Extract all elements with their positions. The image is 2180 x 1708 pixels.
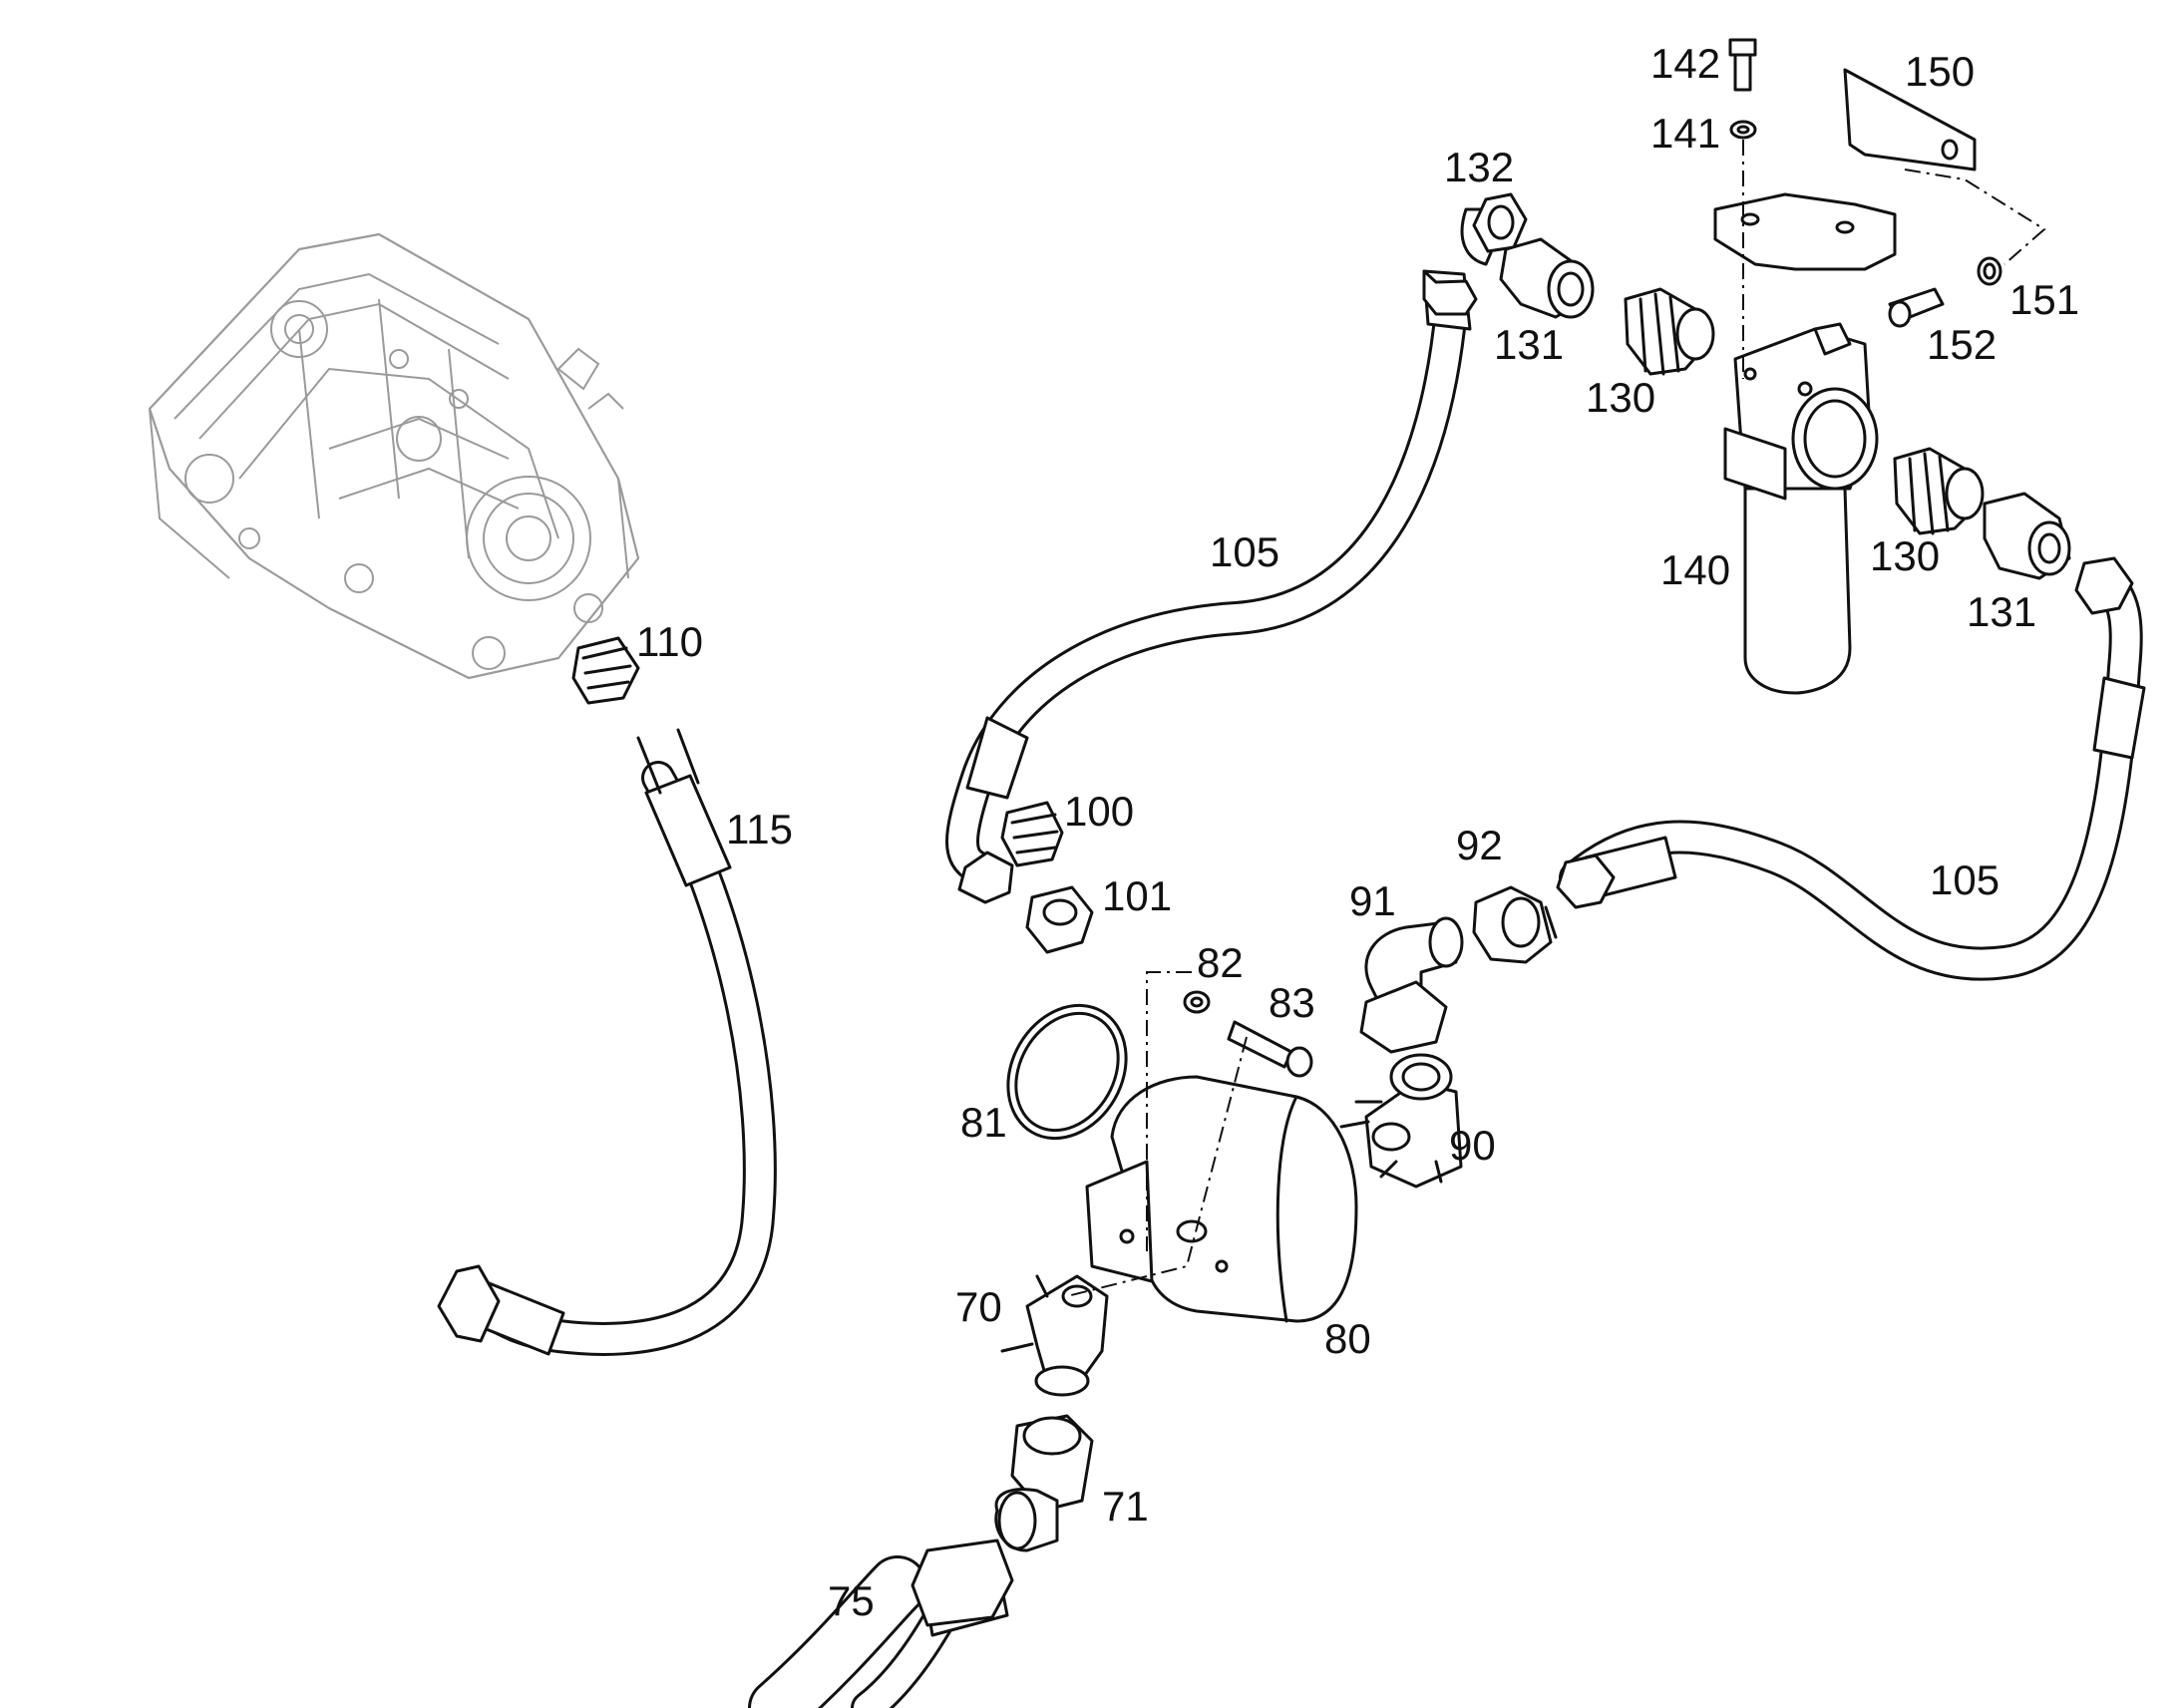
flange-70 [1000,1274,1109,1397]
callout-90: 90 [1449,1122,1496,1169]
adapter-130-lower [1893,447,1985,535]
callout-115: 115 [726,806,793,853]
washer-151 [1977,256,2002,286]
callout-150: 150 [1905,48,1975,95]
filter-housing-140 [1723,322,1879,695]
callout-131-lower: 131 [1967,588,2036,635]
hose-75 [748,1538,1014,1708]
callout-151: 151 [2009,276,2079,323]
hose-105-lower [1556,556,2146,981]
callout-82: 82 [1197,939,1244,986]
hose-115 [437,728,777,1356]
callout-105-upper: 105 [1210,528,1279,575]
flange-90 [1339,1053,1463,1189]
bolt-142 [1728,38,1757,92]
callout-110: 110 [636,618,703,665]
callout-132: 132 [1444,144,1514,190]
callout-142: 142 [1650,40,1720,87]
elbow-fitting-132 [1460,192,1528,266]
bracket-150 [1713,68,1977,271]
nut-131-upper [1499,237,1595,319]
elbow-71 [994,1414,1094,1552]
callout-101: 101 [1102,872,1172,919]
callout-105-lower: 105 [1930,856,1999,903]
callout-140: 140 [1660,546,1730,593]
plug-100 [1000,801,1064,867]
callout-70: 70 [955,1283,1002,1330]
gear-pump-80 [1085,1075,1358,1323]
callout-141: 141 [1650,110,1720,157]
callout-80: 80 [1324,1315,1371,1362]
callout-131-upper: 131 [1494,321,1564,368]
callout-130-lower: 130 [1870,532,1940,579]
callout-91: 91 [1349,877,1396,924]
nut-131-lower [1983,492,2071,580]
callouts: 142 150 141 132 151 131 152 130 105 130 … [636,40,2079,1624]
hose-105-upper [945,269,1478,904]
nut-92 [1472,885,1558,964]
elbow-fitting-91 [1359,916,1464,1054]
callout-71: 71 [1102,1483,1149,1530]
callout-100: 100 [1064,788,1134,835]
nut-101 [1025,885,1094,954]
callout-81: 81 [960,1099,1007,1146]
callout-75: 75 [828,1577,875,1624]
oring-81 [1006,1003,1128,1141]
adapter-130-upper [1624,287,1715,376]
callout-152: 152 [1927,321,1997,368]
hydraulic-pump-assembly [148,232,640,680]
bolt-152 [1888,287,1945,328]
callout-92: 92 [1456,822,1503,868]
plug-110 [571,636,640,705]
assembly-lines [1066,140,2046,1297]
bolt-83 [1227,1020,1313,1078]
callout-83: 83 [1269,979,1315,1026]
washer-82 [1183,990,1211,1014]
callout-130-upper: 130 [1586,374,1655,421]
washer-141 [1729,120,1757,140]
